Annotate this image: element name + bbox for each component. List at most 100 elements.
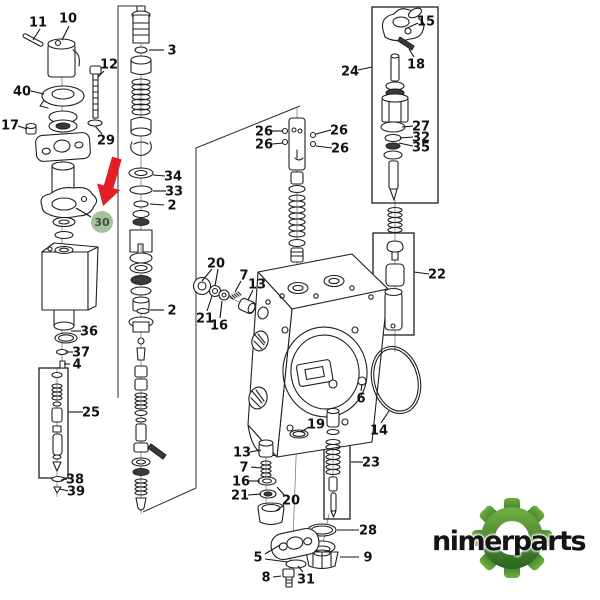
part-label-32: 32 (412, 131, 430, 146)
leader-line (206, 295, 213, 312)
part-label-13: 13 (248, 278, 266, 293)
assembly-23 (305, 407, 341, 570)
part-label-13: 13 (233, 446, 251, 461)
leader-line (30, 90, 45, 95)
leader-line (408, 48, 415, 58)
part-label-24: 24 (341, 65, 359, 80)
part-label-7: 7 (239, 269, 248, 284)
part-label-3: 3 (167, 44, 176, 59)
side-port-2 (248, 386, 268, 410)
leader-line (247, 289, 254, 301)
part-label-2: 2 (167, 199, 176, 214)
part-label-21: 21 (196, 312, 214, 327)
part-label-35: 35 (412, 141, 430, 156)
part-label-26: 26 (255, 138, 273, 153)
part-label-20: 20 (282, 494, 300, 509)
bracket-lines (117, 5, 301, 513)
part-label-40: 40 (13, 85, 31, 100)
leader-line (201, 268, 213, 282)
part-label-30: 30 (94, 216, 110, 229)
lower-cluster (257, 439, 285, 526)
part-label-16: 16 (232, 475, 250, 490)
part-label-38: 38 (66, 473, 84, 488)
leader-line (380, 410, 390, 424)
pin-18 (397, 36, 415, 51)
spool-slot (295, 359, 334, 387)
part-label-14: 14 (370, 424, 388, 439)
leader-line (264, 558, 289, 563)
oring-14 (370, 345, 422, 415)
leader-line (214, 268, 219, 287)
part-label-21: 21 (231, 489, 249, 504)
part-label-28: 28 (359, 524, 377, 539)
part-label-2: 2 (167, 304, 176, 319)
nimerparts-logo: nimerparts (418, 498, 600, 598)
part-label-26: 26 (255, 125, 273, 140)
oring-31 (285, 559, 307, 569)
leader-line (250, 466, 262, 469)
leader-line (275, 504, 285, 512)
highlight-circle (91, 211, 113, 233)
part-label-31: 31 (297, 573, 315, 588)
part-label-25: 25 (82, 406, 100, 421)
part-label-26: 26 (331, 142, 349, 157)
part-label-12: 12 (100, 58, 118, 73)
part-label-16: 16 (210, 319, 228, 334)
leader-line (399, 136, 414, 139)
leader-line (413, 271, 430, 275)
leader-line (315, 129, 332, 135)
leader-line (60, 478, 68, 481)
leader-line (276, 486, 286, 497)
part-label-8: 8 (261, 571, 270, 586)
part-label-22: 22 (428, 268, 446, 283)
leader-line (357, 66, 373, 71)
leader-line (59, 488, 69, 492)
part-label-6: 6 (356, 392, 365, 407)
leader-line (152, 174, 166, 177)
part-label-18: 18 (407, 58, 425, 73)
part-label-33: 33 (165, 185, 183, 200)
side-port-1 (251, 330, 269, 352)
leader-line (300, 426, 310, 433)
main-valve-body (247, 253, 389, 458)
part-label-19: 19 (307, 418, 325, 433)
part-label-9: 9 (363, 551, 372, 566)
part-label-10: 10 (59, 12, 77, 27)
leader-line (234, 280, 242, 293)
gear-icon (472, 498, 552, 578)
leader-line (249, 449, 262, 453)
part-label-15: 15 (417, 15, 435, 30)
gasket-part-30 (40, 187, 98, 219)
part-label-34: 34 (164, 170, 182, 185)
right-top-assembly (380, 7, 425, 201)
part-label-4: 4 (72, 358, 81, 373)
leader-line (17, 125, 28, 130)
leader-line (272, 575, 282, 578)
washer-35 (385, 142, 401, 150)
washer-32 (384, 133, 402, 143)
leader-line (360, 383, 363, 392)
leader-line (149, 203, 165, 206)
leader-line (297, 565, 304, 573)
part-label-11: 11 (29, 16, 47, 31)
assembly-boxes (38, 6, 439, 520)
right-mid-assembly (370, 206, 422, 415)
leader-line (271, 142, 284, 145)
roll-pin (147, 443, 167, 460)
middle-assembly (128, 5, 167, 511)
detent-ball-6 (357, 376, 367, 386)
leader-line (401, 125, 414, 128)
spool-26-assembly (281, 117, 317, 279)
leader-line (95, 126, 103, 135)
bottom-flange-assembly (270, 527, 320, 588)
part-label-27: 27 (412, 120, 430, 135)
leader-line (247, 493, 262, 496)
left-assembly (22, 33, 103, 494)
leader-line (315, 145, 333, 149)
part-label-29: 29 (97, 134, 115, 149)
leader-line (404, 22, 419, 30)
leader-line (97, 70, 105, 78)
